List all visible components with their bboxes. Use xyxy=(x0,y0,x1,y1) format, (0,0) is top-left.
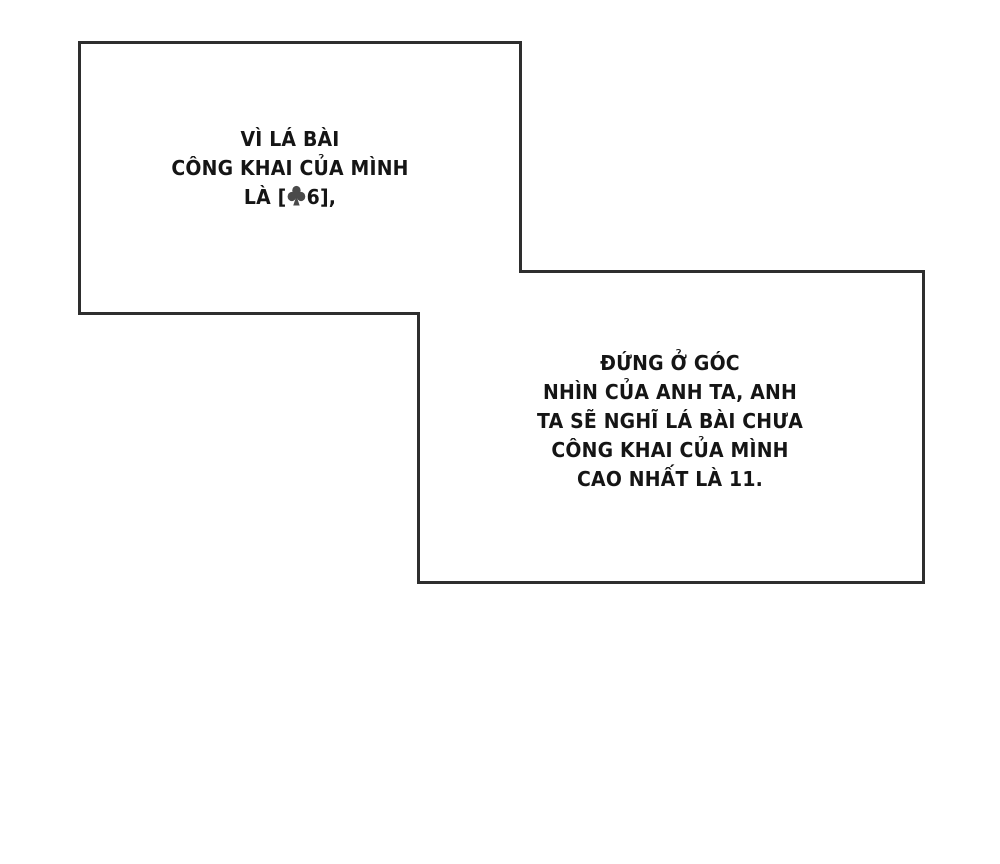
card-value: 6 xyxy=(306,185,320,209)
caption-line: CAO NHẤT LÀ 11. xyxy=(577,467,763,491)
caption-line: ĐỨNG Ở GÓC xyxy=(600,351,740,375)
caption-suffix: ], xyxy=(319,185,337,209)
caption-line: VÌ LÁ BÀI xyxy=(240,127,340,151)
caption-line: NHÌN CỦA ANH TA, ANH xyxy=(543,380,797,404)
caption-line-with-card: LÀ [ 6], xyxy=(161,183,419,212)
caption-line: TA SẼ NGHĨ LÁ BÀI CHƯA xyxy=(537,409,803,433)
caption-line: CÔNG KHAI CỦA MÌNH xyxy=(171,156,409,180)
caption-line: CÔNG KHAI CỦA MÌNH xyxy=(551,438,789,462)
caption-prefix: LÀ [ xyxy=(243,185,287,209)
narration-box-2: ĐỨNG Ở GÓC NHÌN CỦA ANH TA, ANH TA SẼ NG… xyxy=(504,349,835,494)
narration-box-1: VÌ LÁ BÀI CÔNG KHAI CỦA MÌNH LÀ [ 6], xyxy=(161,125,419,212)
club-suit-icon xyxy=(287,185,306,207)
